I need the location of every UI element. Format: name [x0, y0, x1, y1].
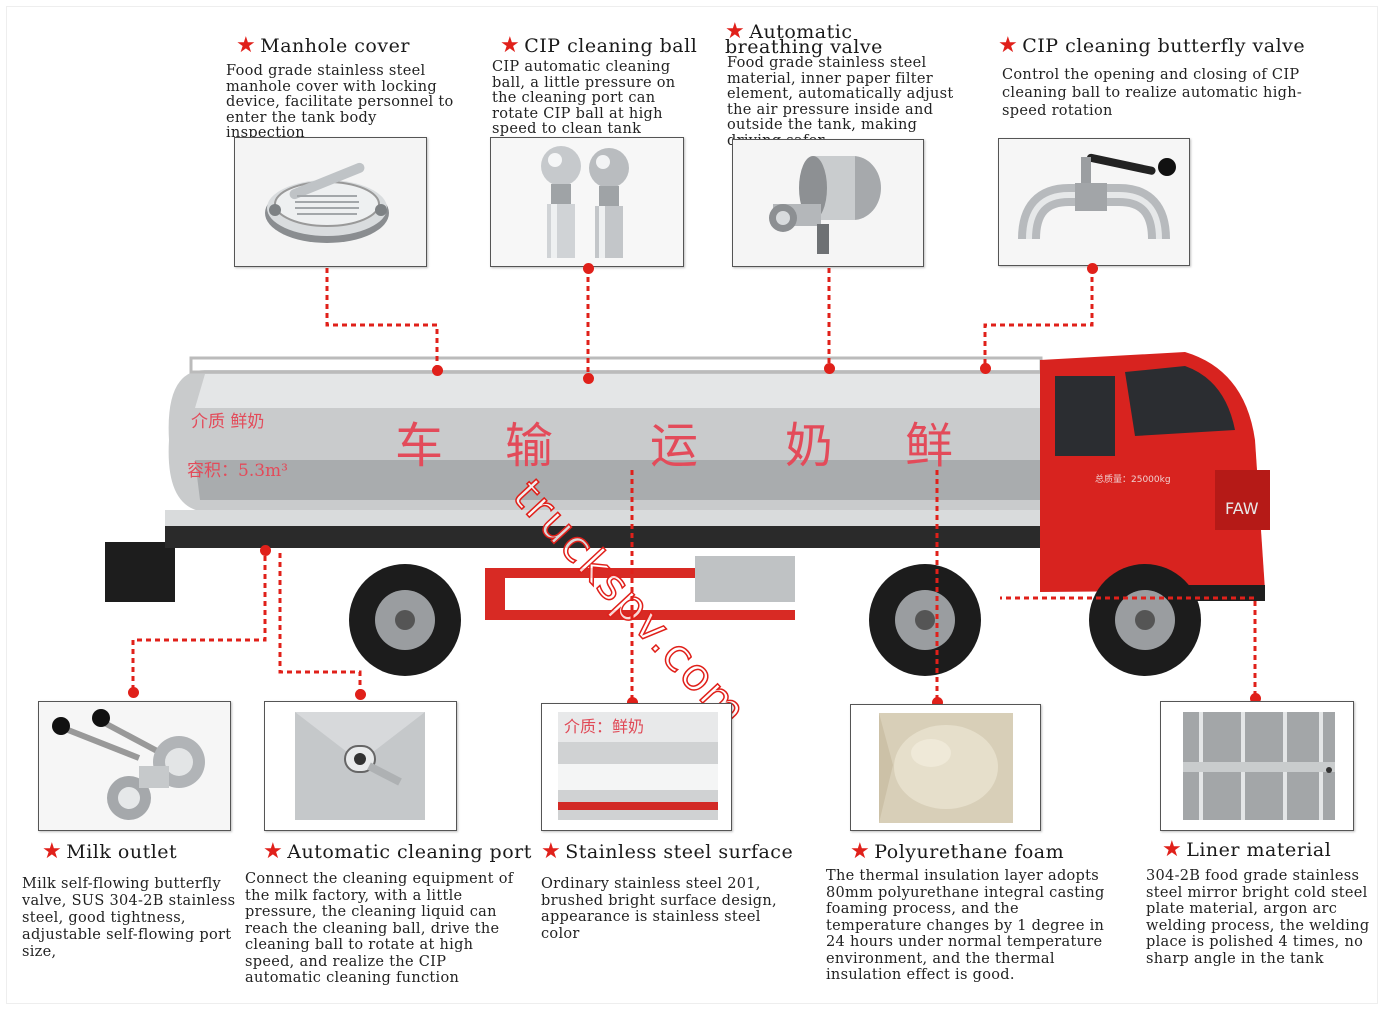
feature-desc-manhole: Food grade stainless steel manhole cover…	[226, 63, 454, 141]
foam-photo	[850, 704, 1041, 831]
feature-title-surface: ★Stainless steel surface	[541, 839, 794, 864]
tank-big-char: 鲜	[905, 418, 953, 474]
milk-outlet-photo	[38, 701, 231, 831]
feature-title-breathing: ★Automatic breathing valve	[725, 19, 883, 58]
butterfly-valve-photo	[998, 138, 1190, 266]
tank-volume-label: 容积：5.3m³	[187, 461, 288, 481]
star-icon: ★	[500, 33, 521, 58]
leader-dot	[432, 365, 443, 376]
feature-title-butterfly: ★CIP cleaning butterfly valve	[998, 33, 1306, 58]
feature-desc-liner: 304-2B food grade stainless steel mirror…	[1146, 868, 1370, 967]
star-icon: ★	[725, 19, 746, 44]
star-icon: ★	[998, 33, 1019, 58]
manhole-cover-photo	[234, 137, 427, 267]
cip-ball-photo	[490, 137, 684, 267]
star-icon: ★	[541, 839, 562, 864]
star-icon: ★	[42, 839, 63, 864]
leader-dot	[1087, 263, 1098, 274]
feature-desc-foam: The thermal insulation layer adopts 80mm…	[826, 868, 1105, 983]
star-icon: ★	[263, 839, 284, 864]
tank-big-char: 车	[395, 418, 443, 474]
star-icon: ★	[236, 33, 257, 58]
feature-title-cleanport: ★Automatic cleaning port	[263, 839, 532, 864]
feature-desc-cleanport: Connect the cleaning equipment of the mi…	[245, 871, 514, 986]
feature-title-liner: ★Liner material	[1162, 837, 1332, 862]
feature-title-manhole: ★Manhole cover	[236, 33, 410, 58]
feature-title-foam: ★Polyurethane foam	[850, 839, 1065, 864]
leader-dot	[260, 545, 271, 556]
tank-small-label: 介质 鲜奶	[191, 412, 264, 432]
feature-title-milkoutlet: ★Milk outlet	[42, 839, 178, 864]
cab-brand: FAW	[1225, 499, 1259, 518]
leader-dot	[1250, 693, 1261, 704]
tank-lettering: 介质 鲜奶 容积：5.3m³ 车 输 运 奶 鲜	[187, 412, 953, 481]
breathing-valve-photo	[732, 139, 924, 267]
leader-dot	[583, 373, 594, 384]
feature-desc-milkoutlet: Milk self-flowing butterfly valve, SUS 3…	[22, 876, 236, 960]
leader-dot	[980, 363, 991, 374]
cab-small-text: 总质量：25000kg	[1095, 473, 1171, 485]
feature-desc-breathing: Food grade stainless steel material, inn…	[727, 55, 954, 148]
surface-photo-label: 介质：鲜奶	[564, 717, 644, 736]
leader-dot	[932, 697, 943, 708]
liner-photo	[1160, 701, 1354, 831]
tank-big-char: 奶	[785, 418, 833, 474]
feature-title-cipball: ★CIP cleaning ball	[500, 33, 698, 58]
leader-dot	[824, 363, 835, 374]
feature-desc-surface: Ordinary stainless steel 201, brushed br…	[541, 876, 777, 942]
outer-frame	[6, 6, 1378, 1004]
leader-dot	[355, 689, 366, 700]
milk-tanker-truck: 介质 鲜奶 容积：5.3m³ 车 输 运 奶 鲜 FAW 总质量：25000kg	[105, 352, 1270, 676]
star-icon: ★	[1162, 837, 1183, 862]
cleaning-port-photo	[264, 701, 457, 831]
feature-desc-butterfly: Control the opening and closing of CIP c…	[1002, 67, 1303, 119]
feature-desc-cipball: CIP automatic cleaning ball, a little pr…	[492, 59, 676, 137]
leader-dot	[128, 687, 139, 698]
leader-dot	[583, 263, 594, 274]
leader-dot	[627, 697, 638, 708]
star-icon: ★	[850, 839, 871, 864]
steel-surface-photo: 介质：鲜奶	[541, 703, 732, 831]
tank-big-char: 运	[650, 418, 698, 474]
tank-big-char: 输	[505, 418, 553, 474]
